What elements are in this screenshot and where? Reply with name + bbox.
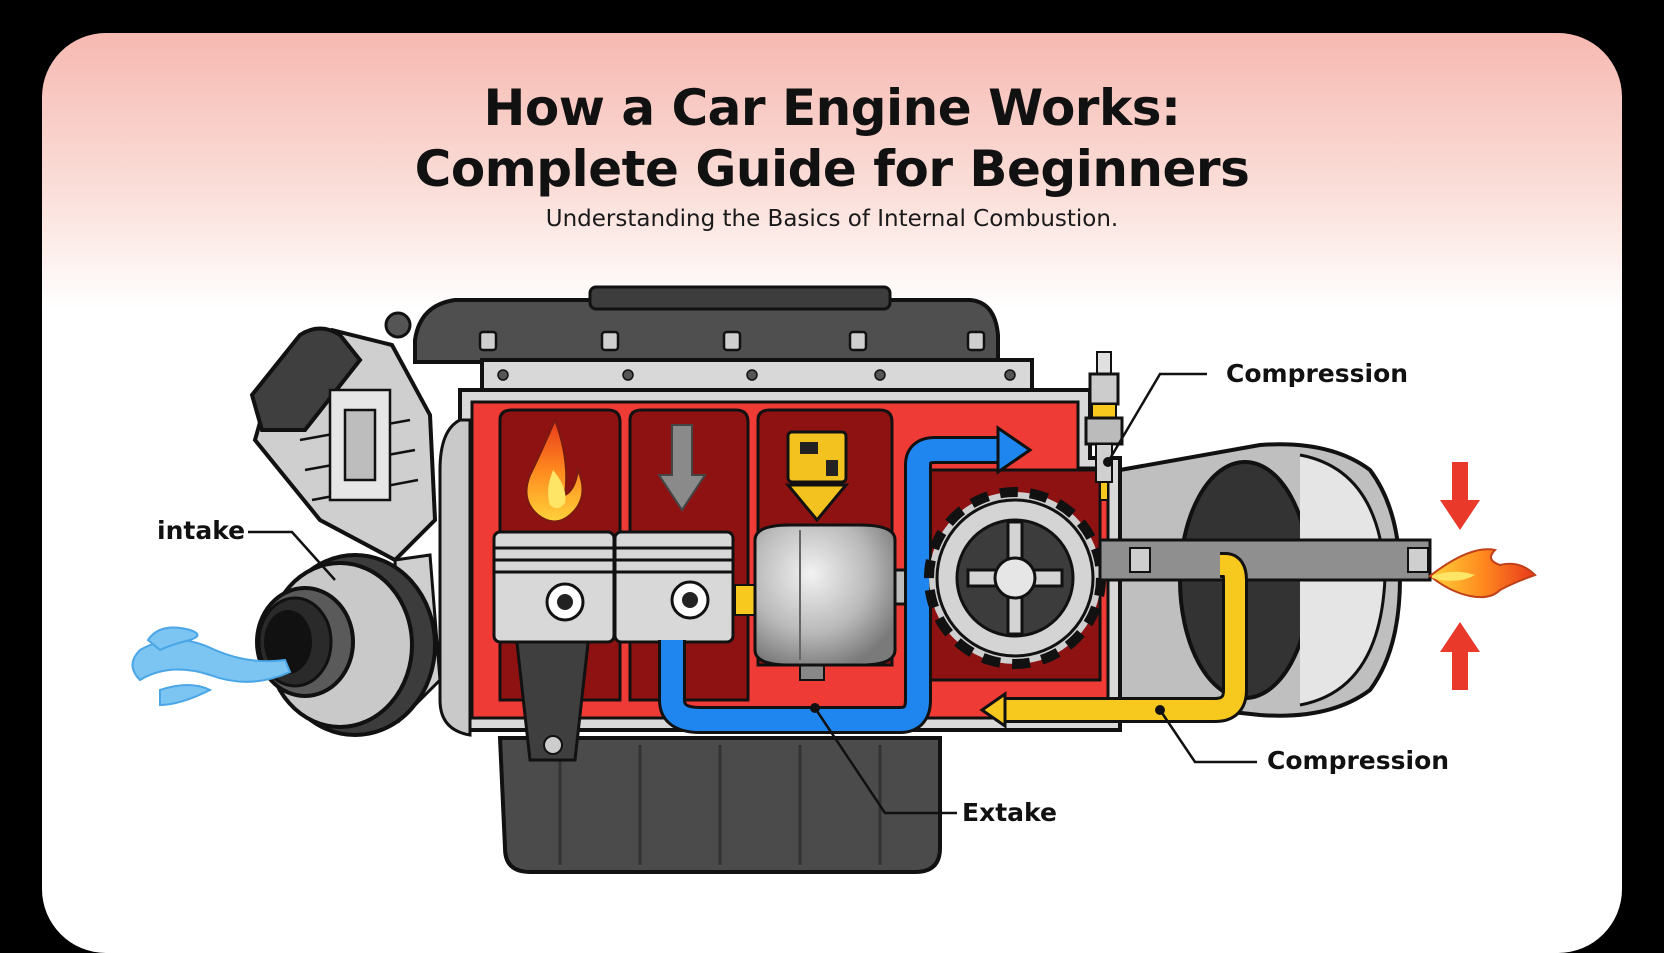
exhaust-flame-icon: [1428, 548, 1537, 599]
piston-1: [492, 530, 616, 762]
fuel-pump-icon: [784, 430, 850, 523]
down-arrow-icon: [657, 424, 707, 512]
intake-leader: [248, 530, 336, 581]
flywheel-housing: [1098, 442, 1432, 718]
valve-cover: [413, 285, 1000, 364]
intake-manifold: [249, 311, 438, 563]
gear-icon: [924, 487, 1106, 669]
compression-label-top: Compression: [1226, 359, 1409, 388]
oil-pan: [497, 736, 942, 874]
red-arrow-up-icon: [1440, 622, 1480, 690]
compression-top-leader: [1106, 372, 1207, 463]
crank-pulley: [255, 553, 442, 737]
page-subtitle: Understanding the Basics of Internal Com…: [545, 206, 1119, 232]
engine-diagram: [131, 285, 1537, 874]
leader-lines: [248, 372, 1257, 815]
leader-dots: [810, 457, 1165, 715]
intake-label: intake: [157, 516, 246, 545]
piston-2: [613, 530, 758, 644]
page-title: How a Car Engine Works: Complete Guide f…: [0, 78, 1664, 200]
extake-label: Extake: [962, 798, 1057, 827]
flame-icon: [525, 417, 584, 523]
compression-label-bottom: Compression: [1267, 746, 1450, 775]
title-line-2: Complete Guide for Beginners: [414, 140, 1250, 198]
blue-flow-arrow: [658, 425, 1033, 734]
extake-leader: [813, 707, 957, 815]
red-arrow-down-icon: [1440, 462, 1480, 530]
cylinder-head: [480, 358, 1034, 392]
cylinder-drum: [753, 523, 922, 681]
title-line-1: How a Car Engine Works:: [483, 79, 1181, 137]
yellow-flow-arrow: [979, 552, 1248, 729]
intake-air-icon: [131, 626, 292, 707]
compression-bottom-leader: [1158, 709, 1257, 764]
